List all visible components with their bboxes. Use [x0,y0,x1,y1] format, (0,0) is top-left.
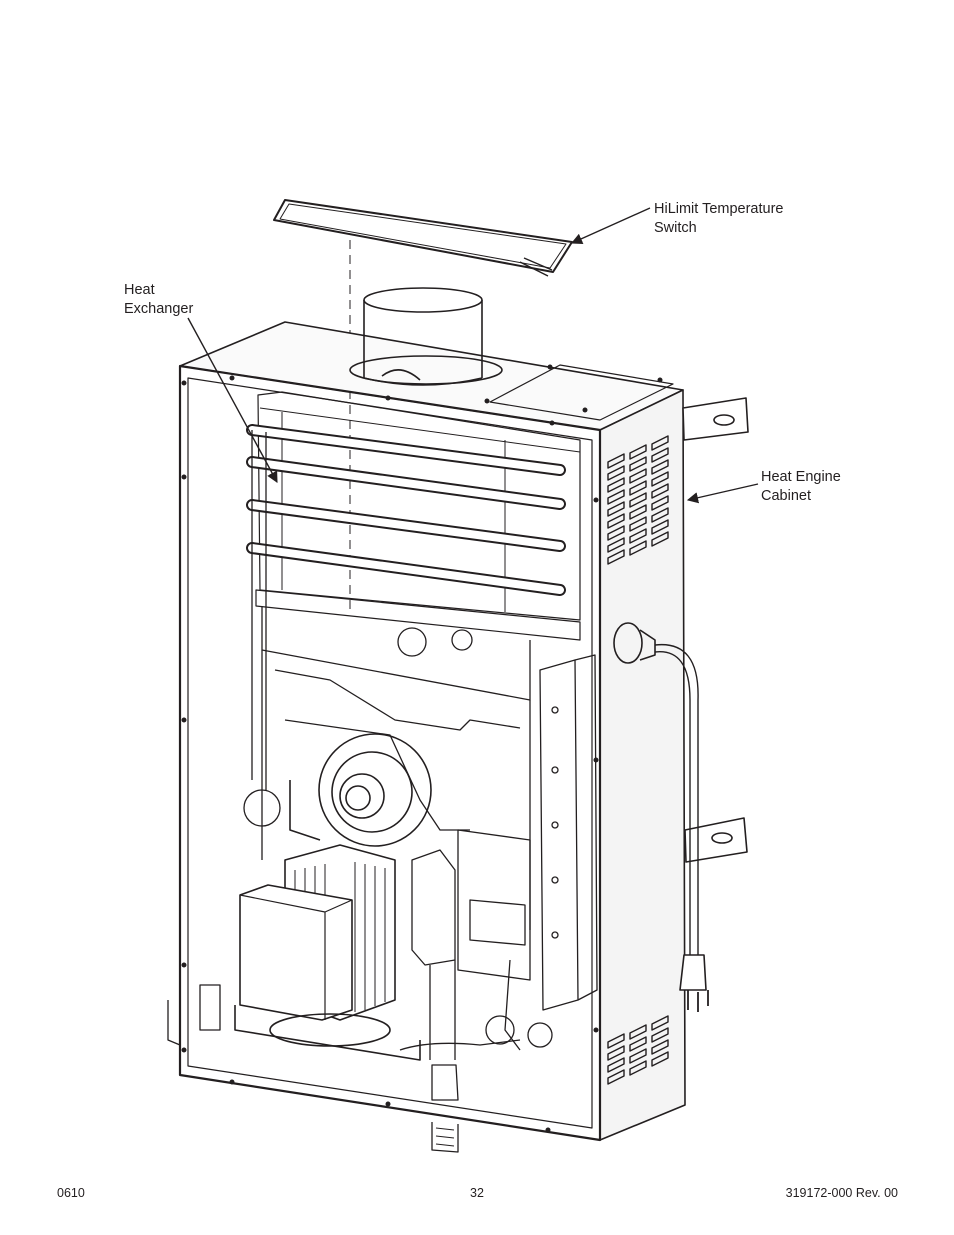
footer-date-code: 0610 [57,1186,85,1200]
flue-collar [349,287,503,386]
frame-screws [181,364,663,1133]
footer-page-number: 32 [470,1186,484,1200]
power-cord [613,622,709,1012]
heat-exchanger [246,391,581,641]
hilimit-leader [570,207,651,244]
left-fittings [167,430,281,1046]
heat-exchanger-label: Heat Exchanger [124,282,194,317]
control-board [539,654,598,1011]
hilimit-switch [273,199,573,277]
cabinet-vents [607,435,669,1085]
blower-fan [289,733,432,847]
cabinet-label: Heat Engine Cabinet [761,469,841,504]
cabinet-leader [686,483,759,504]
heat-engine-cabinet [178,321,749,1142]
leader-arrows [187,207,759,504]
footer-document-number: 319172-000 Rev. 00 [785,1186,898,1200]
burner-plate [261,606,531,930]
pump-motor [234,844,421,1061]
hilimit-switch-label: HiLimit Temperature Switch [654,201,784,236]
heat-exchanger-leader [187,317,278,483]
gas-valve [399,829,553,1153]
